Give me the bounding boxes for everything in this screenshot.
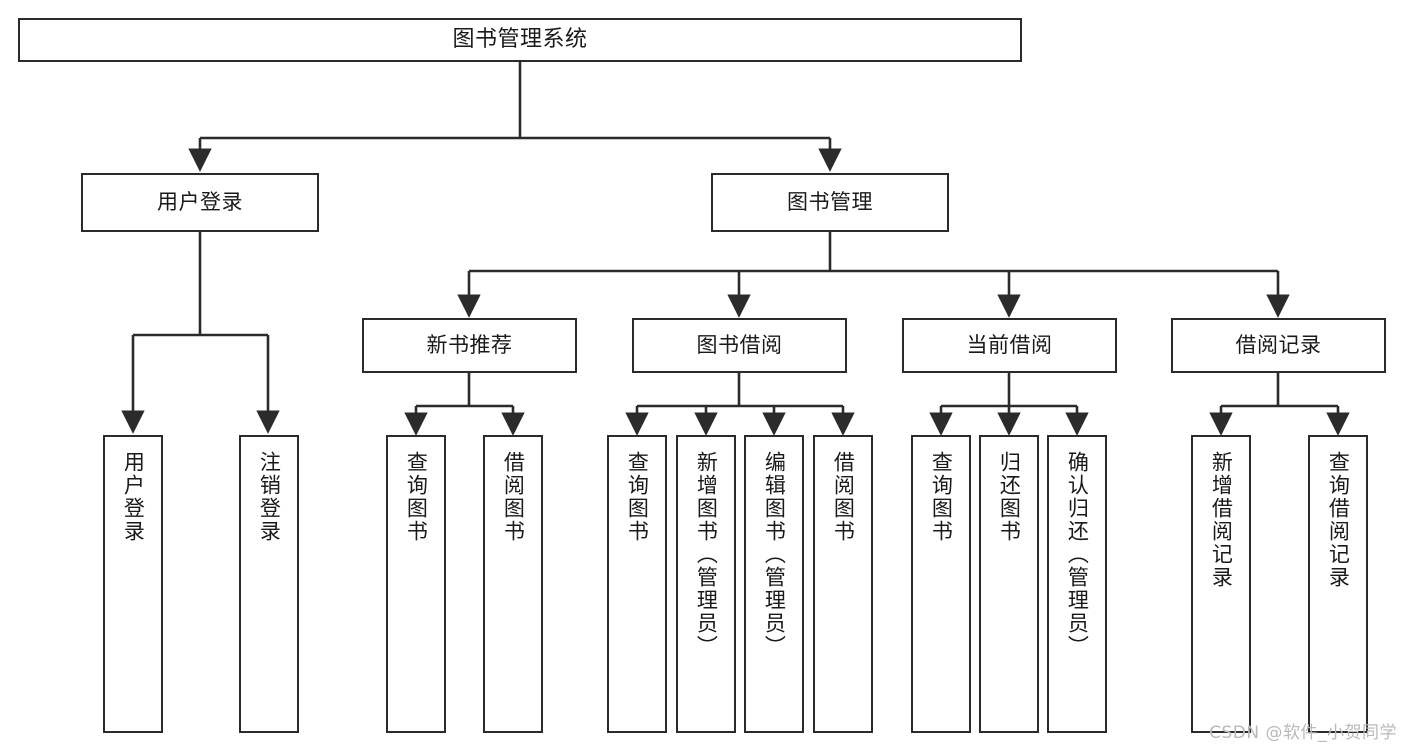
node-label: 图书管理系统	[452, 26, 588, 52]
node-leaf-query-book-2[interactable]: 查询图书	[607, 435, 667, 733]
node-label: 借阅图书	[501, 451, 526, 543]
node-label: 确认归还（管理员）	[1065, 451, 1090, 658]
node-label: 当前借阅	[966, 332, 1053, 357]
node-label: 用户登录	[157, 189, 243, 214]
node-leaf-logout[interactable]: 注销登录	[239, 435, 299, 733]
node-current-borrow[interactable]: 当前借阅	[902, 318, 1117, 373]
node-book-management-system[interactable]: 图书管理系统	[18, 18, 1022, 62]
node-label: 用户登录	[121, 451, 146, 543]
node-label: 查询借阅记录	[1326, 451, 1351, 589]
node-label: 编辑图书（管理员）	[762, 451, 787, 658]
watermark: CSDN @软件_小贺同学	[1209, 723, 1397, 743]
node-leaf-add-book[interactable]: 新增图书（管理员）	[676, 435, 736, 733]
node-new-book-recommend[interactable]: 新书推荐	[362, 318, 577, 373]
node-label: 归还图书	[997, 451, 1022, 543]
node-leaf-add-record[interactable]: 新增借阅记录	[1191, 435, 1251, 733]
node-leaf-borrow-book-1[interactable]: 借阅图书	[483, 435, 543, 733]
node-leaf-query-book-1[interactable]: 查询图书	[386, 435, 446, 733]
node-label: 图书借阅	[696, 332, 783, 357]
node-book-borrow[interactable]: 图书借阅	[632, 318, 847, 373]
node-label: 查询图书	[929, 451, 954, 543]
node-leaf-query-record[interactable]: 查询借阅记录	[1308, 435, 1368, 733]
node-label: 借阅图书	[831, 451, 856, 543]
node-leaf-user-login[interactable]: 用户登录	[103, 435, 163, 733]
node-borrow-record[interactable]: 借阅记录	[1171, 318, 1386, 373]
node-label: 图书管理	[787, 189, 873, 214]
node-label: 新增图书（管理员）	[694, 451, 719, 658]
node-book-management[interactable]: 图书管理	[711, 173, 949, 232]
node-label: 新增借阅记录	[1209, 451, 1234, 589]
node-leaf-edit-book[interactable]: 编辑图书（管理员）	[744, 435, 804, 733]
node-label: 借阅记录	[1235, 332, 1322, 357]
node-leaf-return-book[interactable]: 归还图书	[979, 435, 1039, 733]
node-leaf-borrow-book-2[interactable]: 借阅图书	[813, 435, 873, 733]
node-label: 注销登录	[257, 451, 282, 543]
node-label: 查询图书	[404, 451, 429, 543]
node-user-login[interactable]: 用户登录	[81, 173, 319, 232]
node-leaf-confirm-return[interactable]: 确认归还（管理员）	[1047, 435, 1107, 733]
node-label: 查询图书	[625, 451, 650, 543]
node-leaf-query-book-3[interactable]: 查询图书	[911, 435, 971, 733]
node-label: 新书推荐	[426, 332, 513, 357]
